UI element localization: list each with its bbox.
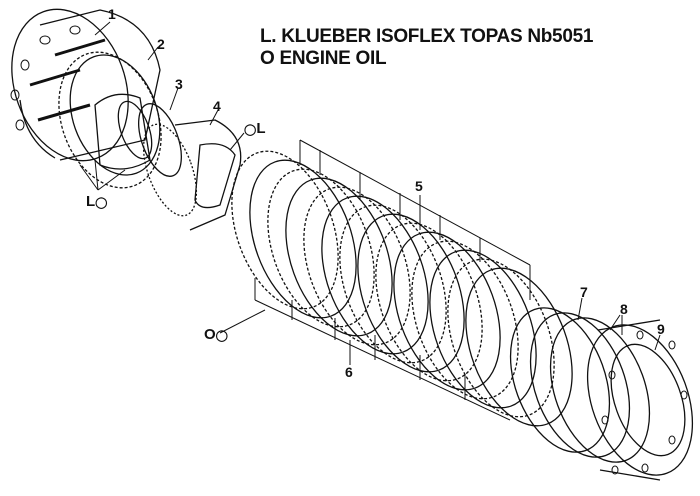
clutch-disc [357,213,465,373]
oil-drop-icon: ◯ [244,124,257,136]
clutch-disc [429,249,537,409]
part-3-ring [138,103,182,177]
part-2-ring-gear [58,51,162,189]
clutch-disc-pack [231,150,573,427]
clutch-disc [447,258,555,418]
part-4-carrier [142,119,242,231]
part-9-flange [586,319,694,481]
oil-drop-icon: ◯ [95,197,108,209]
callout-6: 6 [345,364,353,380]
disc-pack-frame [254,139,531,421]
grease-label: L [256,120,266,137]
clutch-disc [267,168,375,328]
callout-3: 3 [175,76,183,92]
callout-9: 9 [657,321,665,337]
callout-5: 5 [415,178,423,194]
leader-lines [79,21,661,365]
callout-4: 4 [213,98,221,114]
clutch-disc [393,231,501,391]
grease-label: L [86,193,96,210]
part-7-8-rings [509,307,651,463]
oil-drop-icon: ◯ [215,330,228,342]
clutch-disc [375,222,483,382]
clutch-disc [285,177,393,337]
legend-grease: L. KLUEBER ISOFLEX TOPAS Nb5051 [260,26,594,47]
oil-label: O [204,326,216,343]
callout-7: 7 [580,284,588,300]
part-1-housing [10,8,161,162]
clutch-disc [231,150,339,310]
oil-mark: O◯ [204,326,228,343]
legend-oil: O ENGINE OIL [260,48,387,69]
grease-mark-left: L◯ [86,193,107,210]
clutch-disc [249,159,357,319]
clutch-disc [411,240,519,400]
grease-mark-right: ◯L [244,120,265,137]
callout-2: 2 [157,36,165,52]
clutch-disc [465,267,573,427]
callout-1: 1 [108,6,116,22]
clutch-disc [303,186,411,346]
callout-8: 8 [620,301,628,317]
